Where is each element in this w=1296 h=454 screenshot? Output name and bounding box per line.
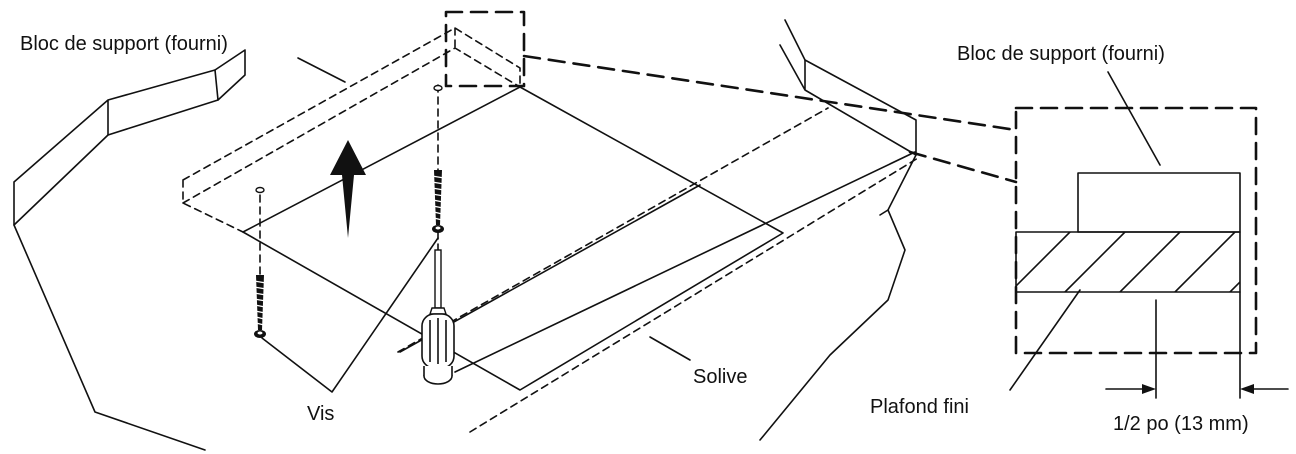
detail-ceiling-hatch bbox=[1016, 232, 1240, 292]
left-joist-outline bbox=[13, 49, 246, 451]
screw-left-icon bbox=[253, 275, 267, 338]
joist-dashed-edge-2 bbox=[469, 157, 919, 433]
left-joist-edge bbox=[13, 69, 219, 226]
support-block-dashed-outline bbox=[182, 27, 521, 233]
screw-right-icon bbox=[431, 170, 445, 233]
leader-screws bbox=[261, 237, 439, 393]
detail-finished-ceiling bbox=[1015, 231, 1241, 293]
screw-hole-left-icon bbox=[255, 186, 265, 194]
joist-long-edge bbox=[454, 151, 916, 373]
detail-support-block bbox=[1077, 172, 1241, 233]
lift-arrow-icon bbox=[330, 140, 366, 238]
zoom-connector-top bbox=[522, 54, 1018, 132]
joist-dashed-edge-1 bbox=[397, 107, 829, 353]
leader-joist bbox=[649, 336, 691, 361]
zoom-connector-bottom bbox=[908, 150, 1018, 184]
dimension-arrow-left-icon bbox=[1142, 384, 1156, 394]
screwdriver-icon bbox=[421, 249, 455, 385]
dimension-arrow-right-icon bbox=[1240, 384, 1254, 394]
detail-box bbox=[1014, 106, 1258, 355]
label-support-block-detail: Bloc de support (fourni) bbox=[957, 43, 1165, 65]
zoom-box bbox=[444, 10, 526, 88]
label-dimension: 1/2 po (13 mm) bbox=[1113, 413, 1249, 435]
right-joist-edge bbox=[779, 44, 917, 216]
leader-support-block-left bbox=[297, 57, 346, 83]
screw-hole-right-icon bbox=[433, 84, 443, 92]
label-joist: Solive bbox=[693, 366, 747, 388]
leader-finished-ceiling bbox=[1009, 289, 1081, 391]
label-screws: Vis bbox=[307, 403, 334, 425]
leader-support-block-detail bbox=[1107, 71, 1161, 166]
label-finished-ceiling: Plafond fini bbox=[870, 396, 969, 418]
label-support-block-left: Bloc de support (fourni) bbox=[20, 33, 228, 55]
right-joist-outline bbox=[759, 19, 917, 441]
